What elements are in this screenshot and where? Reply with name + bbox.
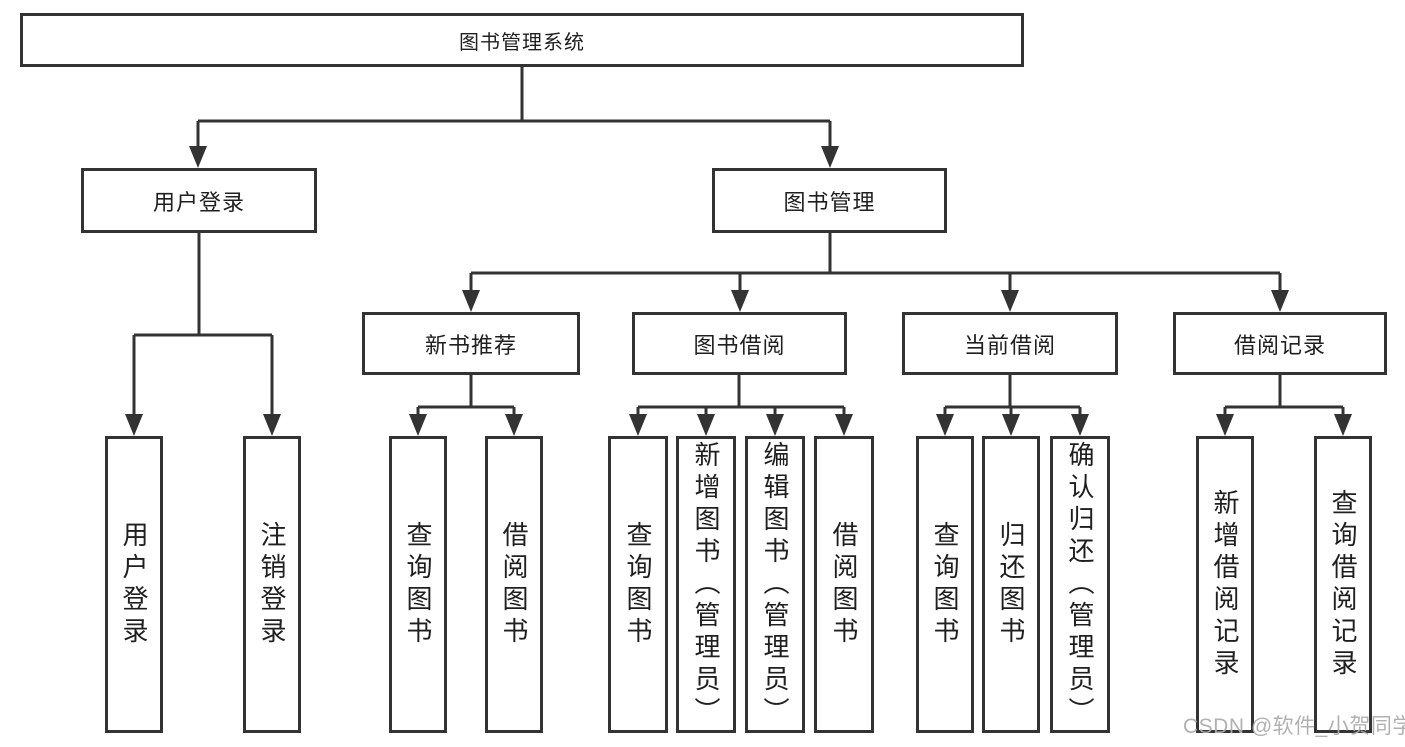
connector-userlogin-to-leaves — [132, 233, 274, 416]
leaf-logout-label: 注销登录 — [257, 520, 287, 649]
connector-newbook-to-leaves — [416, 375, 516, 416]
node-root-system: 图书管理系统 — [20, 13, 1024, 67]
node-book-borrow-label: 图书借阅 — [693, 332, 786, 358]
leaf-confirm-return-admin-label: 确认归还（管理员） — [1065, 440, 1095, 729]
node-borrow-records-label: 借阅记录 — [1233, 332, 1326, 358]
node-current-borrow: 当前借阅 — [902, 312, 1118, 375]
leaf-query-borrow-record: 查询借阅记录 — [1314, 436, 1372, 733]
leaf-query-borrow-record-label: 查询借阅记录 — [1328, 488, 1358, 681]
connector-bookmgmt-to-level3 — [469, 233, 1282, 292]
leaf-query-books-2: 查询图书 — [608, 436, 668, 733]
leaf-add-books-admin: 新增图书（管理员） — [676, 436, 736, 733]
leaf-borrow-books-2: 借阅图书 — [814, 436, 874, 733]
node-user-login-label: 用户登录 — [152, 189, 245, 215]
leaf-query-books-3: 查询图书 — [916, 436, 974, 733]
node-user-login: 用户登录 — [81, 168, 317, 233]
leaf-borrow-books-2-label: 借阅图书 — [829, 520, 859, 649]
node-current-borrow-label: 当前借阅 — [963, 332, 1056, 358]
leaf-confirm-return-admin: 确认归还（管理员） — [1050, 436, 1110, 733]
leaf-add-borrow-record: 新增借阅记录 — [1196, 436, 1254, 733]
leaf-edit-books-admin-label: 编辑图书（管理员） — [760, 440, 790, 729]
leaf-return-books: 归还图书 — [982, 436, 1040, 733]
connector-root-to-level2 — [196, 67, 832, 148]
leaf-borrow-books-1-label: 借阅图书 — [499, 520, 529, 649]
leaf-logout: 注销登录 — [243, 436, 301, 733]
node-book-management: 图书管理 — [712, 168, 947, 233]
leaf-return-books-label: 归还图书 — [996, 520, 1026, 649]
leaf-query-books-1-label: 查询图书 — [403, 520, 433, 649]
arrowheads — [125, 146, 1352, 436]
connector-bookborrow-to-leaves — [636, 375, 846, 416]
leaf-edit-books-admin: 编辑图书（管理员） — [745, 436, 805, 733]
leaf-add-borrow-record-label: 新增借阅记录 — [1210, 488, 1240, 681]
leaf-query-books-2-label: 查询图书 — [623, 520, 653, 649]
leaf-query-books-1: 查询图书 — [389, 436, 447, 733]
leaf-add-books-admin-label: 新增图书（管理员） — [691, 440, 721, 729]
node-new-book-recommend: 新书推荐 — [362, 312, 580, 375]
leaf-query-books-3-label: 查询图书 — [930, 520, 960, 649]
connector-records-to-leaves — [1223, 375, 1345, 416]
node-book-management-label: 图书管理 — [783, 189, 876, 215]
node-new-book-recommend-label: 新书推荐 — [424, 332, 517, 358]
node-borrow-records: 借阅记录 — [1173, 312, 1387, 375]
connector-currentborrow-to-leaves — [943, 375, 1082, 416]
node-book-borrow: 图书借阅 — [632, 312, 847, 375]
node-root-system-label: 图书管理系统 — [459, 31, 585, 54]
leaf-borrow-books-1: 借阅图书 — [485, 436, 543, 733]
leaf-user-login-label: 用户登录 — [119, 520, 149, 649]
leaf-user-login: 用户登录 — [105, 436, 163, 733]
csdn-watermark: CSDN @软件_小贺同学 — [1183, 715, 1405, 738]
